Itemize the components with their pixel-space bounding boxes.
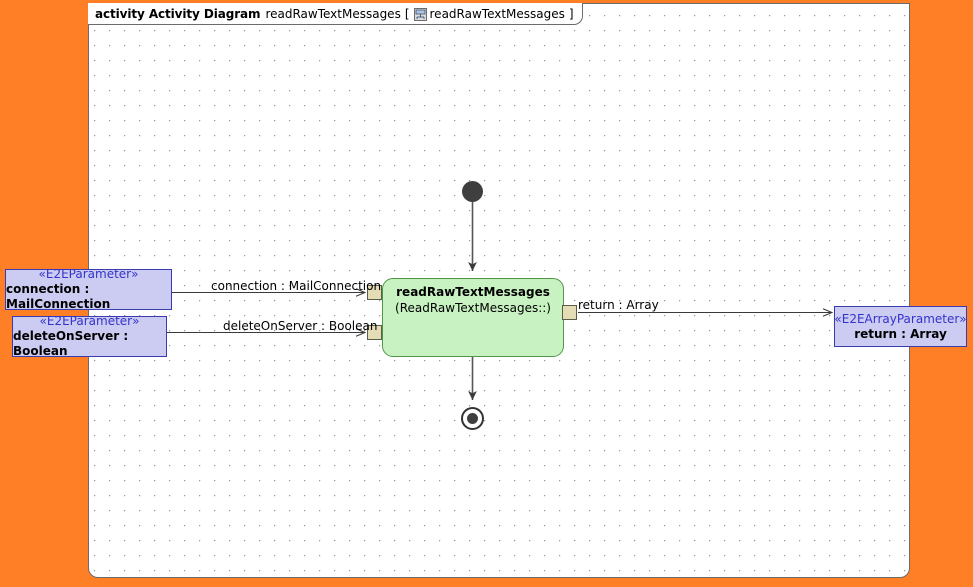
activity-diagram-frame[interactable] <box>88 3 910 578</box>
input-pin-deleteonserver[interactable] <box>367 325 382 340</box>
edge-label-return: return : Array <box>578 298 659 312</box>
parameter-stereotype: «E2EArrayParameter» <box>834 311 967 326</box>
parameter-label: return : Array <box>854 326 947 341</box>
frame-bracket-close: ] <box>568 6 574 21</box>
input-pin-connection[interactable] <box>367 285 382 300</box>
parameter-label: connection : MailConnection <box>6 282 111 311</box>
activity-diagram-icon <box>413 8 427 21</box>
edge-label-connection: connection : MailConnection <box>211 279 382 293</box>
frame-title-tab[interactable]: activity Activity Diagram readRawTextMes… <box>88 3 583 25</box>
activity-node-title: readRawTextMessages <box>396 285 550 299</box>
parameter-label: deleteOnServer : Boolean <box>13 329 129 358</box>
call-behavior-action-node[interactable]: readRawTextMessages (ReadRawTextMessages… <box>382 278 564 357</box>
parameter-stereotype: «E2EParameter» <box>38 267 139 281</box>
activity-final-node[interactable] <box>461 407 484 430</box>
parameter-node-return[interactable]: «E2EArrayParameter» return : Array <box>834 306 967 347</box>
edge-label-deleteonserver: deleteOnServer : Boolean <box>223 319 378 333</box>
frame-bracket-open: [ <box>404 6 410 21</box>
initial-node[interactable] <box>462 181 483 202</box>
parameter-stereotype: «E2EParameter» <box>39 314 140 328</box>
activity-node-subtitle: (ReadRawTextMessages::) <box>395 301 551 315</box>
frame-diagram-ref: readRawTextMessages <box>429 6 565 21</box>
frame-name: readRawTextMessages <box>265 6 401 21</box>
activity-final-node-inner <box>467 413 478 424</box>
frame-keyword: activity Activity Diagram <box>95 6 261 21</box>
output-pin-return[interactable] <box>562 305 577 320</box>
parameter-node-connection[interactable]: «E2EParameter» connection : MailConnecti… <box>5 267 172 311</box>
parameter-node-deleteonserver[interactable]: «E2EParameter» deleteOnServer : Boolean <box>12 314 167 358</box>
